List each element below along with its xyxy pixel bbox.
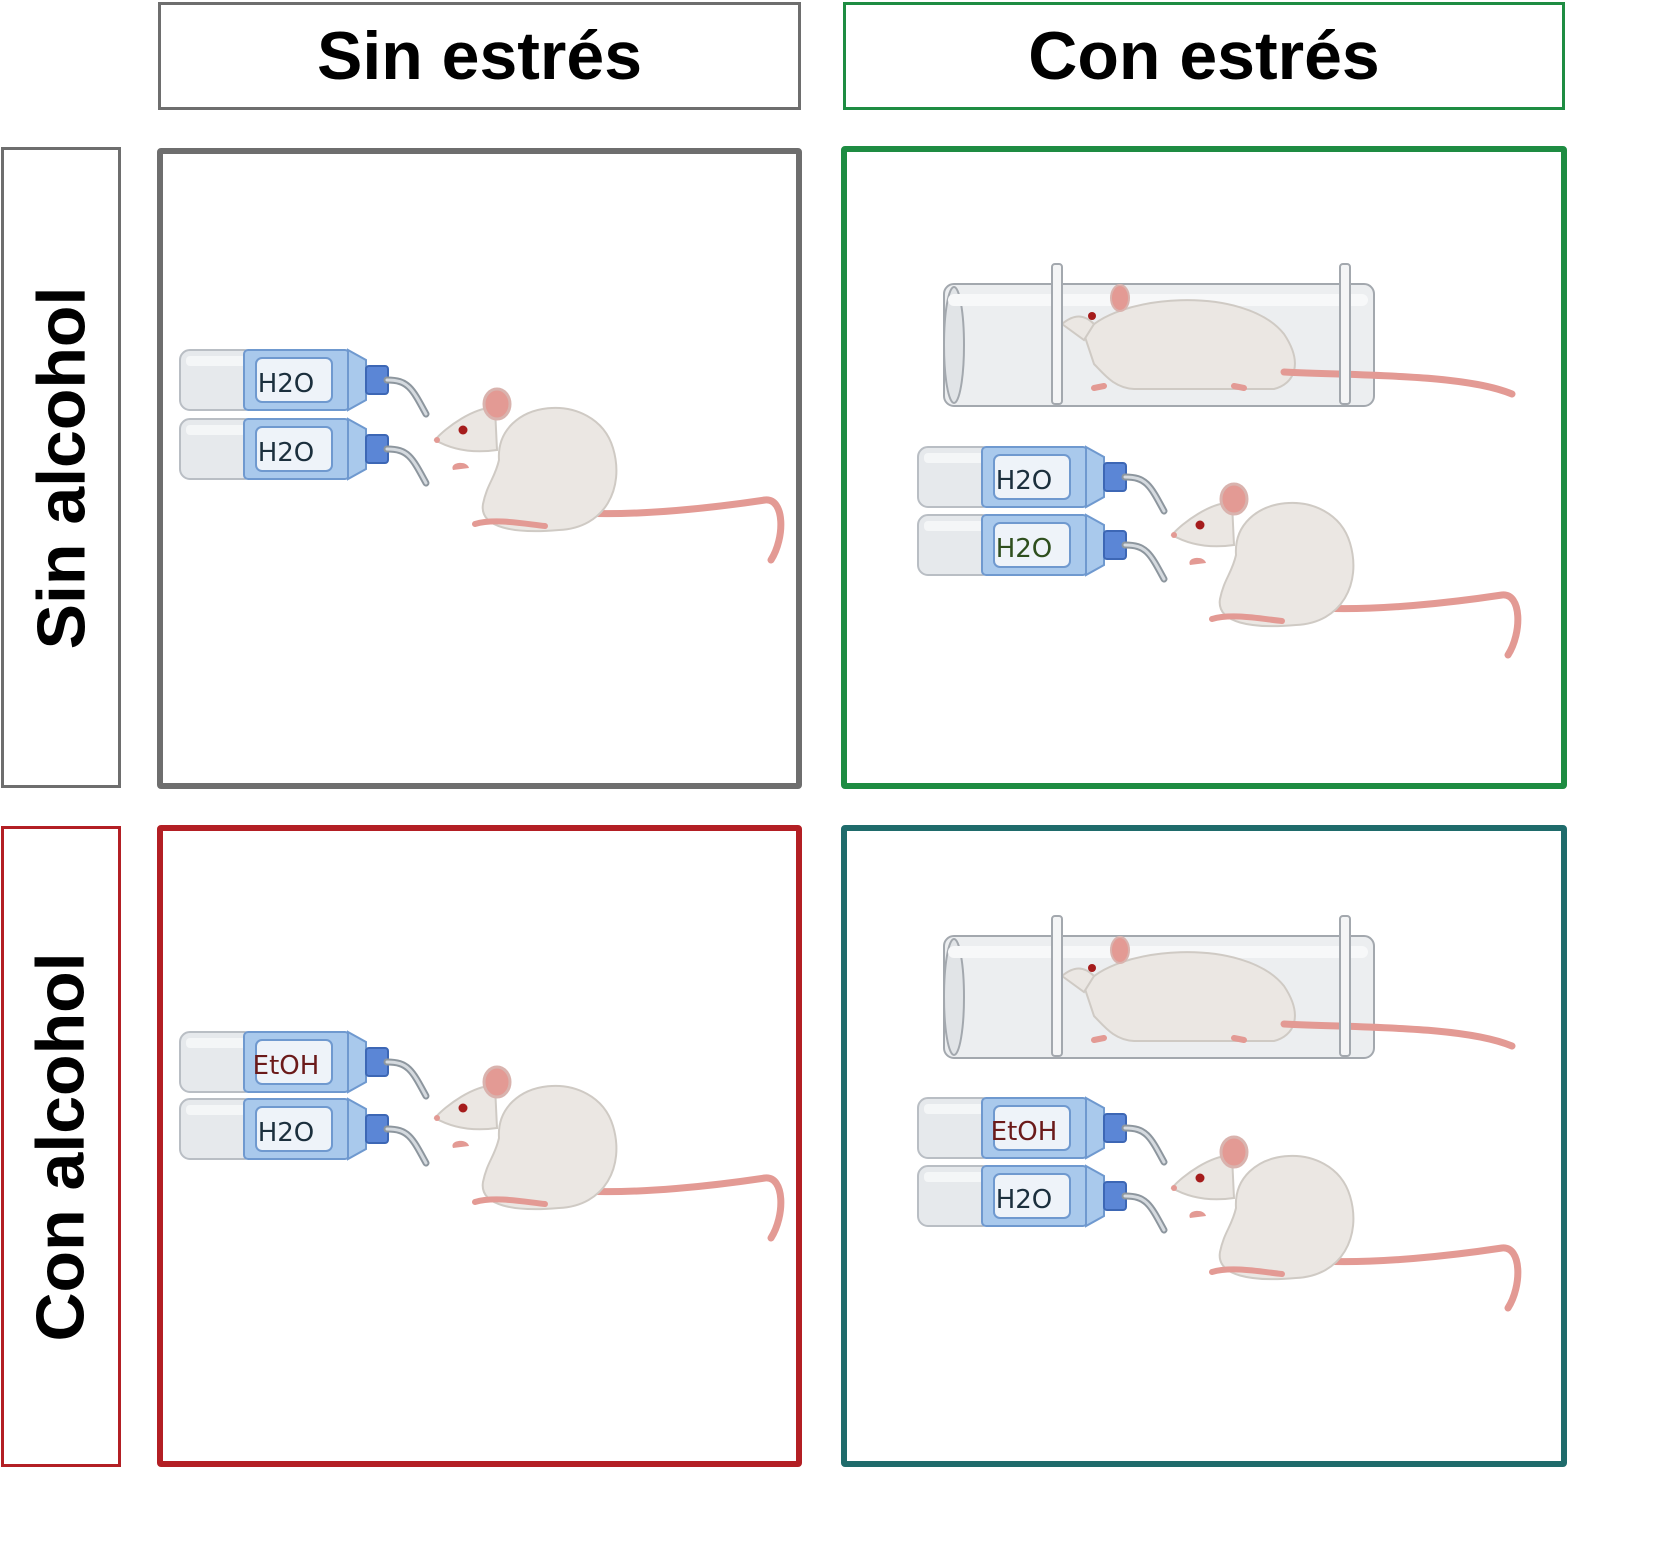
column-header-stress-text: Con estrés [1028,18,1380,94]
bottle-label: H2O [996,534,1053,564]
row-header-no-alcohol: Sin alcohol [1,147,121,788]
bottle-label: H2O [996,1185,1053,1215]
column-header-stress: Con estrés [843,2,1565,110]
bottle-label: H2O [258,438,315,468]
bottle-label: H2O [258,369,315,399]
mouse-panel-alcohol-stress: EtOH H2O [918,916,1518,1308]
column-header-no-stress-text: Sin estrés [316,18,643,94]
row-header-alcohol: Con alcohol [1,826,121,1467]
mouse-panel-no-alcohol-no-stress: H2O H2O [180,350,781,560]
bottle-label: EtOH [991,1117,1058,1147]
bottle-label: H2O [258,1118,315,1148]
column-header-no-stress: Sin estrés [158,2,801,110]
mouse-panel-alcohol-no-stress: EtOH H2O [180,1032,781,1238]
mouse-panel-no-alcohol-stress: H2O H2O [918,264,1518,655]
bottle-label: H2O [996,466,1053,496]
bottle-label: EtOH [253,1051,320,1081]
